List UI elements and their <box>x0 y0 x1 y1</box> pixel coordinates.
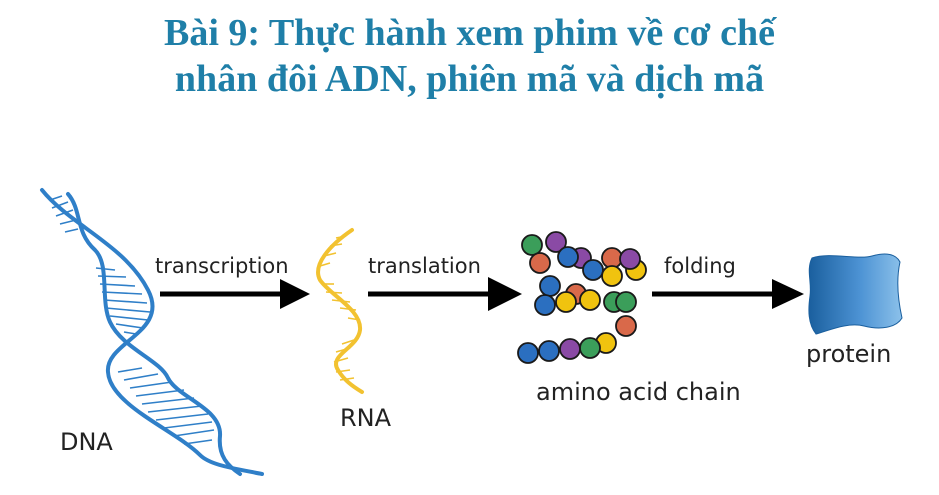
amino-acid-bead <box>559 338 581 360</box>
amino-acid-bead <box>601 265 623 287</box>
arrow-folding <box>652 279 804 309</box>
amino-acid-bead <box>538 340 560 362</box>
dna-strand-2 <box>66 192 242 476</box>
arrow-transcription <box>160 279 310 309</box>
amino-acid-bead <box>582 259 604 281</box>
dna-rungs <box>49 195 215 445</box>
title-line-1: Bài 9: Thực hành xem phim về cơ chế <box>163 12 776 54</box>
amino-acid-bead <box>579 337 601 359</box>
label-protein: protein <box>806 340 892 368</box>
amino-acid-bead <box>529 252 551 274</box>
amino-acid-bead <box>545 231 567 253</box>
label-transcription: transcription <box>155 254 289 278</box>
amino-acid-bead <box>579 289 601 311</box>
arrow-translation <box>368 277 522 311</box>
label-rna: RNA <box>340 404 392 432</box>
amino-acid-bead <box>557 246 579 268</box>
label-translation: translation <box>368 254 481 278</box>
dna-helix <box>40 188 264 476</box>
label-dna: DNA <box>60 428 113 456</box>
amino-acid-bead <box>521 234 543 256</box>
amino-acid-bead <box>601 247 623 269</box>
protein-shape <box>808 253 903 335</box>
dna-strand-1 <box>40 188 264 476</box>
amino-acid-bead <box>615 315 637 337</box>
amino-acid-bead <box>539 275 561 297</box>
label-amino-acid-chain: amino acid chain <box>536 378 741 406</box>
amino-acid-bead <box>555 291 577 313</box>
title-line-2: nhân đôi ADN, phiên mã và dịch mã <box>174 58 765 100</box>
amino-acid-bead <box>534 294 556 316</box>
amino-acid-bead <box>619 248 641 270</box>
amino-acid-bead <box>517 342 539 364</box>
label-folding: folding <box>664 254 736 278</box>
rna-strand <box>316 228 364 394</box>
amino-acid-chain <box>517 231 647 364</box>
amino-acid-bead <box>615 291 637 313</box>
page-title: Bài 9: Thực hành xem phim về cơ chế nhân… <box>0 10 939 102</box>
